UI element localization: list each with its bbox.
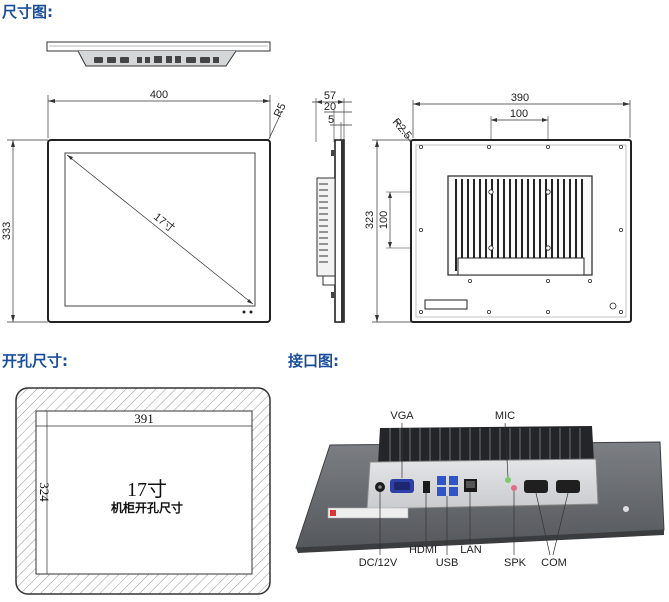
port-label-spk: SPK — [504, 557, 527, 569]
port-label-mic: MIC — [495, 410, 515, 422]
front-width-label: 400 — [150, 89, 168, 101]
side-depth-mid: 20 — [324, 101, 336, 113]
cutout-caption: 机柜开孔尺寸 — [111, 500, 183, 515]
back-vesa-v-label: 100 — [378, 211, 390, 229]
cutout-height-label: 324 — [37, 482, 52, 502]
cutout-size-label: 17寸 — [127, 478, 167, 501]
cutout-view: 391 324 17寸 机柜开孔尺寸 — [15, 387, 271, 595]
side-depth-bezel: 5 — [328, 114, 334, 126]
status-led — [249, 310, 253, 314]
interface-photo: VGA MIC DC/12V HDMI USB LAN SPK COM — [295, 410, 665, 569]
port-label-vga: VGA — [390, 410, 414, 422]
port-label-com: COM — [541, 557, 567, 569]
mic-jack — [505, 477, 511, 483]
front-view: 400 333 R5 17寸 — [1, 89, 289, 323]
spk-jack — [511, 485, 517, 491]
back-radius-label: R2.5 — [390, 116, 414, 142]
usb-ports — [437, 476, 458, 496]
port-label-usb: USB — [436, 557, 459, 569]
side-view: 57 20 5 — [312, 90, 352, 323]
front-radius-label: R5 — [272, 101, 289, 119]
back-vesa-h-label: 100 — [510, 108, 528, 120]
back-view: 390 100 R2.5 323 100 — [364, 92, 632, 323]
heading-dimensions: 尺寸图: — [2, 3, 53, 21]
heading-interface: 接口图: — [288, 352, 339, 370]
port-label-dc: DC/12V — [359, 557, 398, 569]
top-view — [46, 41, 271, 67]
warning-sticker — [327, 507, 409, 519]
cutout-width-label: 391 — [134, 411, 154, 426]
com-ports — [524, 480, 580, 493]
hdmi-port — [423, 481, 430, 493]
heading-cutout: 开孔尺寸: — [2, 352, 68, 370]
port-label-hdmi: HDMI — [409, 544, 437, 556]
side-depth-total: 57 — [324, 90, 336, 102]
port-label-lan: LAN — [460, 544, 481, 556]
power-led — [242, 310, 246, 314]
front-height-label: 333 — [1, 222, 13, 240]
logo-mark — [623, 506, 629, 512]
back-width-label: 390 — [511, 92, 529, 104]
back-height-label: 323 — [364, 211, 376, 229]
